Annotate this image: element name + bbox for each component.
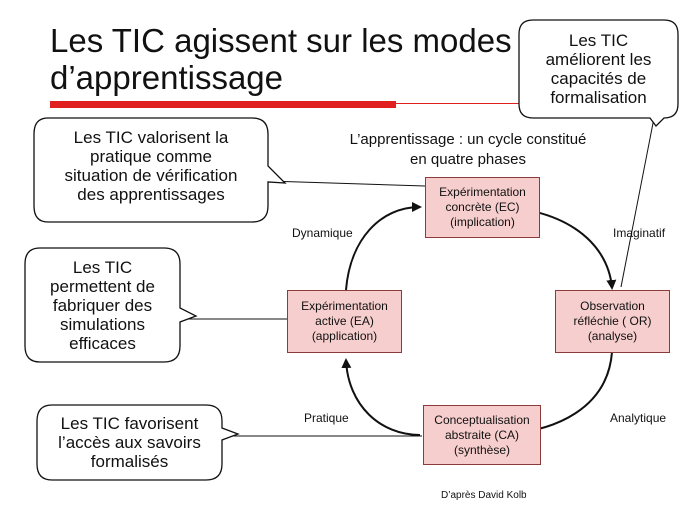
axis-label-imaginatif: Imaginatif: [613, 226, 666, 240]
bubble-savoirs-text: Les TIC favorisent l’accès aux savoirs f…: [58, 414, 201, 471]
arc-ea-to-ec: [345, 202, 422, 291]
bubble-verification-text: Les TIC valorisent la pratique comme sit…: [64, 128, 238, 204]
bubble-savoirs-shape: [36, 404, 240, 481]
pointer-formalisation: [620, 117, 655, 288]
bubble-formalisation-shape: [518, 19, 679, 127]
phase-observation-reflechie: Observation réfléchie ( OR) (analyse): [555, 290, 670, 353]
arc-ca-to-ea: [341, 358, 421, 436]
bubble-formalisation-text: Les TIC améliorent les capacités de form…: [545, 31, 652, 107]
bubble-verification-shape: [33, 117, 287, 223]
bubble-simulations-shape: [24, 247, 198, 363]
title-accent-bar: [50, 101, 396, 108]
source-credit: D’après David Kolb: [441, 490, 527, 501]
phase-conceptualisation-abstraite: Conceptualisation abstraite (CA) (synthè…: [423, 405, 541, 465]
pointer-verification: [267, 180, 426, 187]
axis-label-analytique: Analytique: [610, 411, 667, 425]
axis-label-dynamique: Dynamique: [292, 226, 353, 240]
diagram-subtitle: L’apprentissage : un cycle constitué en …: [349, 131, 587, 168]
phase-experimentation-concrete: Expérimentation concrète (EC) (implicati…: [425, 177, 540, 238]
bubble-simulations-text: Les TIC permettent de fabriquer des simu…: [50, 258, 155, 353]
phase-experimentation-active: Expérimentation active (EA) (application…: [287, 290, 402, 353]
axis-label-pratique: Pratique: [304, 411, 349, 425]
slide-title: Les TIC agissent sur les modes d’apprent…: [50, 22, 512, 96]
